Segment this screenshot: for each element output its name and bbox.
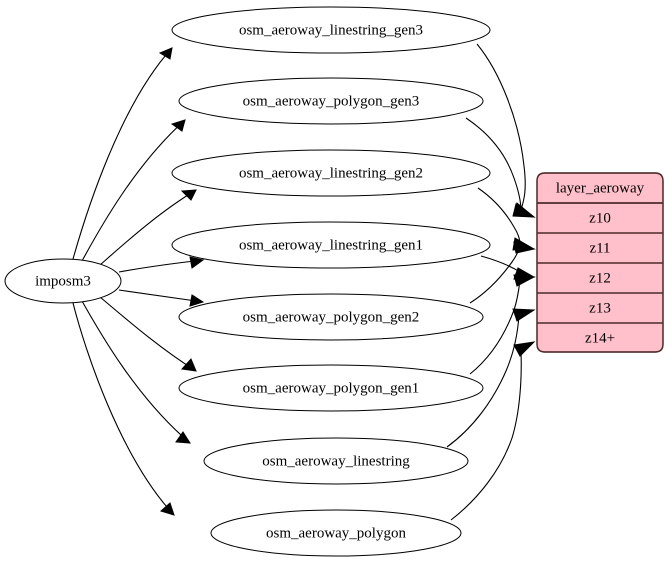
node-label: osm_aeroway_polygon_gen1 xyxy=(243,380,420,396)
edge-osm_aeroway_linestring_gen3-to-z10 xyxy=(476,43,536,218)
edge-imposm3-to-osm_aeroway_polygon xyxy=(72,302,175,516)
edge-osm_aeroway_polygon_gen3-to-z10 xyxy=(465,117,536,218)
node-label: osm_aeroway_polygon_gen2 xyxy=(243,309,420,325)
edge-group-imposm3-to-tables xyxy=(72,47,205,516)
edge-osm_aeroway_polygon_gen2-to-z11 xyxy=(469,241,536,304)
node-label: osm_aeroway_polygon xyxy=(266,525,406,541)
table-row-z10[interactable]: z10 xyxy=(589,210,611,226)
node-osm_aeroway_polygon[interactable]: osm_aeroway_polygon xyxy=(210,509,462,557)
table-row-z14[interactable]: z14+ xyxy=(585,330,615,346)
node-label: imposm3 xyxy=(35,273,91,289)
table-row-z13[interactable]: z13 xyxy=(589,300,611,316)
node-osm_aeroway_polygon_gen1[interactable]: osm_aeroway_polygon_gen1 xyxy=(178,364,484,412)
node-osm_aeroway_linestring_gen3[interactable]: osm_aeroway_linestring_gen3 xyxy=(171,6,491,54)
edge-group-tables-to-layer xyxy=(446,43,536,521)
node-imposm3[interactable]: imposm3 xyxy=(4,258,122,304)
table-layer_aeroway[interactable]: layer_aeroway z10 z11 z12 z13 z14+ xyxy=(536,172,664,353)
edge-imposm3-to-osm_aeroway_linestring_gen2 xyxy=(99,189,197,266)
node-osm_aeroway_linestring[interactable]: osm_aeroway_linestring xyxy=(203,437,469,485)
node-osm_aeroway_polygon_gen2[interactable]: osm_aeroway_polygon_gen2 xyxy=(178,293,484,341)
table-row-z12[interactable]: z12 xyxy=(589,270,611,286)
table-header-label: layer_aeroway xyxy=(556,180,645,196)
edge-imposm3-to-osm_aeroway_polygon_gen3 xyxy=(81,119,186,262)
table-row-z11[interactable]: z11 xyxy=(589,240,610,256)
edge-imposm3-to-osm_aeroway_linestring xyxy=(81,300,191,444)
node-label: osm_aeroway_linestring_gen3 xyxy=(239,22,423,38)
node-label: osm_aeroway_linestring_gen2 xyxy=(239,165,423,181)
edge-imposm3-to-osm_aeroway_linestring_gen1 xyxy=(118,256,205,273)
node-group-source-tables: osm_aeroway_linestring_gen3 osm_aeroway_… xyxy=(171,6,491,557)
edge-imposm3-to-osm_aeroway_linestring_gen3 xyxy=(72,47,173,260)
node-osm_aeroway_linestring_gen2[interactable]: osm_aeroway_linestring_gen2 xyxy=(171,149,491,197)
edge-imposm3-to-osm_aeroway_polygon_gen1 xyxy=(99,296,197,372)
node-osm_aeroway_linestring_gen1[interactable]: osm_aeroway_linestring_gen1 xyxy=(171,221,491,269)
edge-osm_aeroway_polygon_gen1-to-z12 xyxy=(469,274,536,375)
edge-imposm3-to-osm_aeroway_polygon_gen2 xyxy=(118,289,205,307)
node-osm_aeroway_polygon_gen3[interactable]: osm_aeroway_polygon_gen3 xyxy=(178,77,484,125)
node-label: osm_aeroway_linestring_gen1 xyxy=(239,237,423,253)
edge-osm_aeroway_polygon-to-z14 xyxy=(450,341,536,521)
node-label: osm_aeroway_polygon_gen3 xyxy=(243,93,420,109)
node-label: osm_aeroway_linestring xyxy=(262,453,410,469)
edge-osm_aeroway_linestring-to-z13 xyxy=(446,308,536,448)
